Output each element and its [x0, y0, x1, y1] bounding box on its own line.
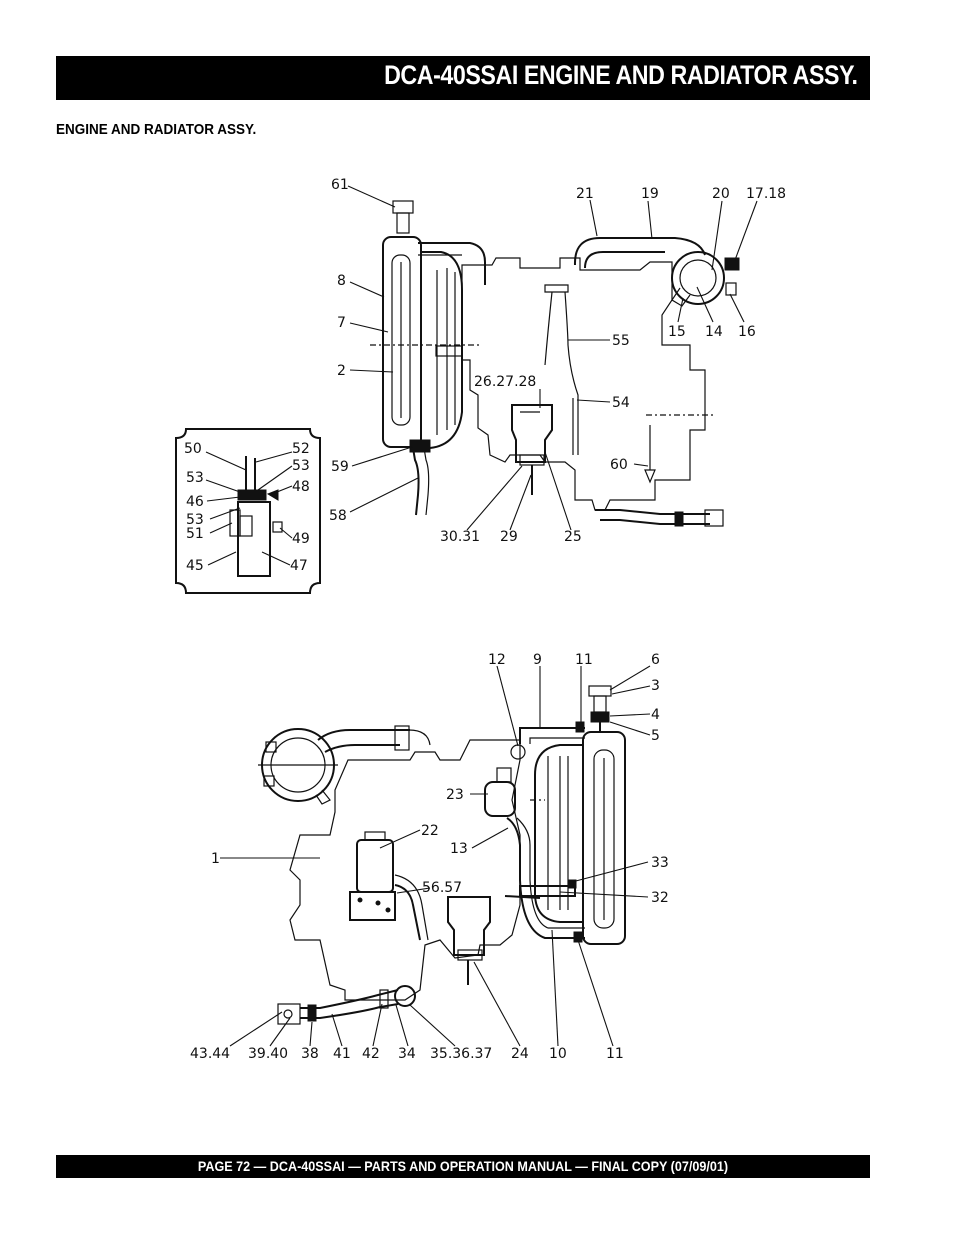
callout-1: 1 — [211, 851, 220, 867]
callout-11-top: 11 — [575, 652, 593, 668]
callout-25: 25 — [564, 529, 582, 545]
callout-39-40: 39.40 — [248, 1046, 288, 1062]
callout-7: 7 — [337, 315, 346, 331]
callout-26-27-28: 26.27.28 — [474, 374, 536, 390]
callout-53-right: 53 — [292, 458, 310, 474]
callout-12: 12 — [488, 652, 506, 668]
callout-23: 23 — [446, 787, 464, 803]
header-bar: DCA-40SSAI ENGINE AND RADIATOR ASSY. — [56, 56, 870, 100]
callout-52: 52 — [292, 441, 310, 457]
callout-32: 32 — [651, 890, 669, 906]
callout-51: 51 — [186, 526, 204, 542]
callout-6: 6 — [651, 652, 660, 668]
callout-42: 42 — [362, 1046, 380, 1062]
bottom-view-leaders — [220, 665, 651, 1047]
callout-49: 49 — [292, 531, 310, 547]
callout-46: 46 — [186, 494, 204, 510]
inset-view: 50 52 53 53 46 48 53 51 49 45 47 — [175, 428, 321, 594]
callout-41: 41 — [333, 1046, 351, 1062]
callout-2: 2 — [337, 363, 346, 379]
callout-60: 60 — [610, 457, 628, 473]
bottom-view-drawing — [258, 685, 626, 1025]
callout-38: 38 — [301, 1046, 319, 1062]
callout-33: 33 — [651, 855, 669, 871]
callout-54: 54 — [612, 395, 630, 411]
page-title: DCA-40SSAI ENGINE AND RADIATOR ASSY. — [384, 60, 858, 90]
callout-19: 19 — [641, 186, 659, 202]
callout-35-36-37: 35.36.37 — [430, 1046, 492, 1062]
callout-4: 4 — [651, 707, 660, 723]
callout-14: 14 — [705, 324, 723, 340]
callout-43-44: 43.44 — [190, 1046, 230, 1062]
callout-55: 55 — [612, 333, 630, 349]
callout-53-top: 53 — [186, 470, 204, 486]
callout-11-bottom: 11 — [606, 1046, 624, 1062]
callout-24: 24 — [511, 1046, 529, 1062]
callout-17-18: 17.18 — [746, 186, 786, 202]
callout-59: 59 — [331, 459, 349, 475]
callout-48: 48 — [292, 479, 310, 495]
top-view-callouts: 61 21 19 20 17.18 8 7 2 15 14 16 55 26.2… — [329, 177, 786, 545]
callout-21: 21 — [576, 186, 594, 202]
callout-5: 5 — [651, 728, 660, 744]
callout-22: 22 — [421, 823, 439, 839]
callout-20: 20 — [712, 186, 730, 202]
callout-47: 47 — [290, 558, 308, 574]
footer-text: PAGE 72 — DCA-40SSAI — PARTS AND OPERATI… — [197, 1158, 729, 1174]
callout-34: 34 — [398, 1046, 416, 1062]
callout-50: 50 — [184, 441, 202, 457]
callout-9: 9 — [533, 652, 542, 668]
callout-13: 13 — [450, 841, 468, 857]
bottom-view-callouts: 12 9 11 6 3 4 5 23 22 1 13 33 56.57 32 4… — [190, 652, 669, 1062]
callout-10: 10 — [549, 1046, 567, 1062]
section-heading: ENGINE AND RADIATOR ASSY. — [56, 121, 257, 138]
callout-45: 45 — [186, 558, 204, 574]
top-view-leaders — [347, 185, 758, 531]
callout-56-57: 56.57 — [422, 880, 462, 896]
footer-bar: PAGE 72 — DCA-40SSAI — PARTS AND OPERATI… — [56, 1155, 870, 1178]
callout-61: 61 — [331, 177, 349, 193]
callout-53-bottom: 53 — [186, 512, 204, 528]
callout-3: 3 — [651, 678, 660, 694]
callout-29: 29 — [500, 529, 518, 545]
top-view-drawing — [370, 200, 740, 527]
callout-15: 15 — [668, 324, 686, 340]
callout-58: 58 — [329, 508, 347, 524]
callout-30-31: 30.31 — [440, 529, 480, 545]
callout-8: 8 — [337, 273, 346, 289]
callout-16: 16 — [738, 324, 756, 340]
